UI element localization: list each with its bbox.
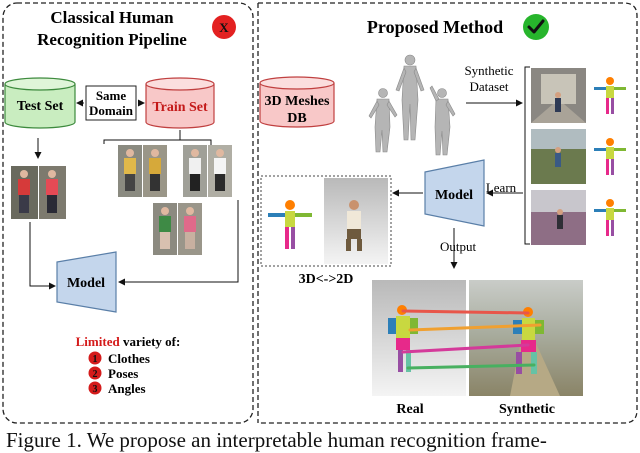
left-model-block	[56, 251, 117, 313]
number-badge-icon	[88, 381, 102, 395]
arrow-train-to-model	[118, 200, 239, 286]
meshes-line1: 3D Meshes	[265, 94, 330, 109]
variety-text: variety of:	[120, 334, 181, 349]
reject-mark: X	[219, 20, 229, 35]
item-number: 3	[93, 384, 98, 395]
synthetic-line2: Dataset	[470, 79, 509, 94]
same-line1: Same	[96, 88, 127, 103]
same-domain-box	[85, 85, 137, 121]
train-set-database-icon	[145, 77, 215, 129]
limited-variety-text: Limited variety of:	[76, 334, 181, 349]
right-model-label: Model	[435, 188, 473, 203]
figure-caption: Figure 1. We propose an interpretable hu…	[6, 428, 547, 452]
colored-body-figure-3	[594, 199, 626, 236]
real-image	[372, 280, 466, 396]
reject-x-icon: X	[212, 15, 236, 39]
number-badge-icon	[88, 351, 102, 365]
list-item-poses: 2 Poses	[88, 366, 138, 381]
classical-panel-frame	[2, 2, 254, 424]
gray-3d-humans	[368, 54, 456, 156]
test-set-label: Test Set	[17, 99, 64, 114]
synthetic-image-3	[531, 190, 586, 245]
mapping-photo	[324, 178, 388, 264]
mapping-box	[260, 175, 392, 267]
test-set-database-icon	[4, 77, 76, 129]
dataset-bracket	[524, 66, 530, 245]
left-title-line1: Classical Human	[50, 8, 174, 27]
arrow-test-to-model	[29, 222, 56, 290]
colored-body-figure-2	[594, 138, 626, 175]
mapping-colored-figure	[268, 200, 312, 249]
item-number: 1	[93, 354, 98, 365]
right-title: Proposed Method	[367, 17, 503, 37]
number-badge-icon	[88, 366, 102, 380]
correspondence-lines	[401, 309, 542, 370]
item-text: Clothes	[108, 351, 150, 366]
train-bracket	[103, 139, 212, 145]
mapping-label: 3D<->2D	[299, 272, 354, 287]
proposed-panel-frame	[258, 2, 638, 424]
item-text: Poses	[108, 366, 138, 381]
meshes-database-icon	[259, 76, 335, 128]
train-set-label: Train Set	[152, 100, 208, 115]
synthetic-image-1	[531, 68, 586, 123]
synthetic-line1: Synthetic	[464, 63, 513, 78]
limited-word: Limited	[76, 334, 121, 349]
left-title-line2: Recognition Pipeline	[37, 30, 187, 49]
synthetic-image-2	[531, 129, 586, 184]
right-model-block	[424, 159, 485, 227]
left-model-label: Model	[67, 276, 105, 291]
item-text: Angles	[108, 381, 146, 396]
real-label: Real	[396, 402, 423, 417]
learn-label: Learn	[486, 180, 517, 195]
list-item-clothes: 1 Clothes	[88, 351, 150, 366]
item-number: 2	[93, 369, 98, 380]
test-person-images	[11, 166, 66, 219]
meshes-line2: DB	[287, 111, 306, 126]
train-person-images	[118, 145, 232, 255]
output-label: Output	[440, 239, 477, 254]
synthetic-label: Synthetic	[499, 402, 555, 417]
colored-body-figure-1	[594, 77, 626, 114]
check-icon	[523, 14, 549, 40]
synthetic-image	[469, 280, 583, 396]
same-line2: Domain	[89, 103, 134, 118]
list-item-angles: 3 Angles	[88, 381, 146, 396]
